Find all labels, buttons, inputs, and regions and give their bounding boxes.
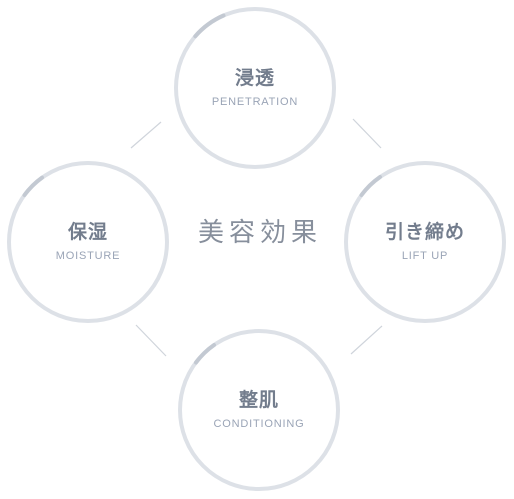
connector-top-left (130, 121, 162, 149)
node-conditioning-subtitle: CONDITIONING (213, 417, 305, 430)
node-conditioning-title: 整肌 (238, 388, 279, 411)
node-moisture-title: 保湿 (67, 220, 108, 243)
ring-conditioning (178, 329, 340, 491)
node-moisture-subtitle: MOISTURE (55, 249, 121, 262)
node-penetration-title: 浸透 (234, 66, 275, 89)
node-lift-up-subtitle: LIFT UP (401, 249, 449, 262)
node-lift-up-title: 引き締め (384, 220, 465, 243)
node-conditioning: 整肌 CONDITIONING (184, 335, 334, 485)
node-moisture: 保湿 MOISTURE (13, 167, 163, 317)
connector-bottom-right (350, 325, 383, 355)
connector-top-right (352, 118, 382, 149)
connector-bottom-left (135, 324, 167, 357)
node-lift-up: 引き締め LIFT UP (350, 167, 500, 317)
ring-moisture (7, 161, 169, 323)
node-penetration: 浸透 PENETRATION (180, 13, 330, 163)
ring-lift-up (344, 161, 506, 323)
node-penetration-subtitle: PENETRATION (211, 95, 299, 108)
ring-penetration (174, 7, 336, 169)
center-title: 美容効果 (197, 218, 322, 248)
